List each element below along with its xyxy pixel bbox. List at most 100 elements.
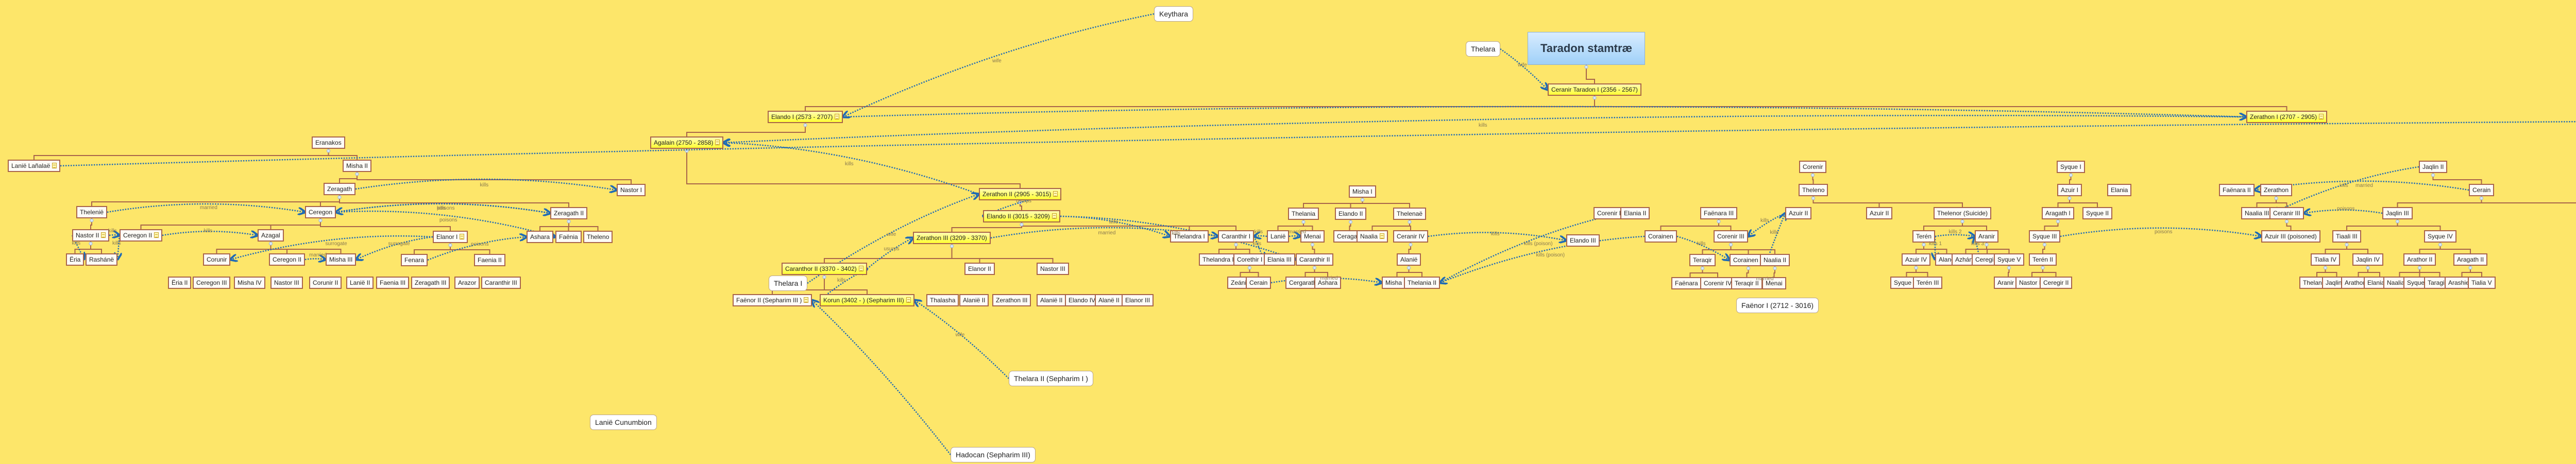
topic-azagal[interactable]: Azagal xyxy=(258,229,284,242)
topic-misha1[interactable]: Misha I xyxy=(1349,185,1376,198)
topic-nastor1[interactable]: Nastor I xyxy=(617,184,646,196)
topic-eria2[interactable]: Ëria II xyxy=(168,277,192,289)
topic-zeragath2[interactable]: Zeragath II xyxy=(550,207,588,219)
topic-faenia3[interactable]: Faenia III xyxy=(376,277,410,289)
note-icon[interactable] xyxy=(835,114,840,119)
note-icon[interactable] xyxy=(1053,191,1058,197)
topic-lanie2[interactable]: Lanië II xyxy=(346,277,374,289)
topic-caranthor2[interactable]: Caranthor II (3370 - 3402) xyxy=(782,263,867,275)
topic-eria[interactable]: Ëria xyxy=(66,253,84,266)
topic-lanie_lanalae[interactable]: Lanië Lañalaë xyxy=(8,160,61,172)
topic-syque3[interactable]: Syque III xyxy=(2029,230,2061,243)
topic-zerathon3b[interactable]: Zerathon III xyxy=(992,294,1031,306)
topic-naalia2[interactable]: Naalia II xyxy=(1760,254,1790,266)
topic-cerain_b[interactable]: Cerain xyxy=(2469,184,2495,196)
topic-ceregon[interactable]: Ceregon xyxy=(305,206,336,218)
topic-caranthir1[interactable]: Caranthir I xyxy=(1218,230,1255,243)
topic-syque5[interactable]: Syque V xyxy=(1994,253,2025,266)
topic-elanor3[interactable]: Elanor III xyxy=(1122,294,1154,306)
topic-alanie2a[interactable]: Alanië II xyxy=(959,294,989,306)
topic-syque2[interactable]: Syque II xyxy=(2082,207,2113,219)
topic-naalia[interactable]: Naalia xyxy=(1357,230,1388,243)
topic-thelenae[interactable]: Thelenaë xyxy=(1393,208,1427,220)
topic-syque1[interactable]: Syque I xyxy=(2057,161,2085,173)
topic-corenir4[interactable]: Corenir IV xyxy=(1700,277,1736,289)
topic-keythara[interactable]: Keythara xyxy=(1154,6,1194,22)
topic-teren[interactable]: Terén xyxy=(1912,230,1936,243)
topic-jaqlin2[interactable]: Jaqlin II xyxy=(2419,161,2448,173)
topic-faenara2[interactable]: Faënara II xyxy=(2219,184,2255,196)
topic-menai[interactable]: Menai xyxy=(1300,230,1325,243)
topic-nastor3a[interactable]: Nastor III xyxy=(270,277,303,289)
note-icon[interactable] xyxy=(804,297,809,303)
note-icon[interactable] xyxy=(858,266,863,271)
topic-cergarath2[interactable]: Cergarath II xyxy=(1285,277,1326,289)
topic-elanor1[interactable]: Elanor I xyxy=(433,231,468,243)
topic-hadocan[interactable]: Hadocan (Sepharim III) xyxy=(951,447,1036,462)
topic-ashara[interactable]: Ashara xyxy=(527,231,554,243)
topic-teraqir2[interactable]: Teraqir II xyxy=(1731,277,1762,289)
topic-naalia3[interactable]: Naalia III xyxy=(2241,207,2273,219)
topic-elando1[interactable]: Elando I (2573 - 2707) xyxy=(768,111,843,123)
topic-misha[interactable]: Misha II xyxy=(343,160,372,172)
topic-corunir2[interactable]: Corunir II xyxy=(309,277,342,289)
topic-eranakos[interactable]: Eranakos xyxy=(312,136,345,149)
note-icon[interactable] xyxy=(906,297,911,303)
topic-elando3[interactable]: Elando III xyxy=(1566,234,1600,247)
topic-ceregon3[interactable]: Ceregon III xyxy=(193,277,231,289)
topic-thelania[interactable]: Thelania xyxy=(1288,208,1319,220)
note-icon[interactable] xyxy=(52,163,57,168)
topic-corainen[interactable]: Corainen xyxy=(1645,230,1677,243)
topic-cerain_a[interactable]: Cerain xyxy=(1246,277,1272,289)
topic-faenor2[interactable]: Faënor II (Sepharim III ) xyxy=(733,294,812,306)
topic-nastor2[interactable]: Nastor II xyxy=(72,229,110,242)
topic-elando4[interactable]: Elando IV xyxy=(1065,294,1099,306)
topic-lanie_cu[interactable]: Lanië Cunumbion xyxy=(590,415,657,430)
topic-tiaali3a[interactable]: Tiaali III xyxy=(2332,230,2361,243)
topic-fenara[interactable]: Fenara xyxy=(401,254,428,266)
topic-azuir3[interactable]: Azuir III (poisoned) xyxy=(2261,230,2320,243)
topic-agalain[interactable]: Agalain (2750 - 2858) xyxy=(650,136,724,149)
topic-ceranir3[interactable]: Ceranir III xyxy=(2269,207,2304,219)
topic-arazor[interactable]: Arazor xyxy=(454,277,480,289)
topic-alanie_a[interactable]: Alanië xyxy=(1397,253,1421,266)
topic-faenia2[interactable]: Faenia II xyxy=(474,254,505,266)
topic-arathor2[interactable]: Arathor II xyxy=(2403,253,2436,266)
note-icon[interactable] xyxy=(154,232,159,238)
note-icon[interactable] xyxy=(715,140,720,145)
topic-elando2[interactable]: Elando II (3015 - 3209) xyxy=(983,210,1060,222)
topic-aranir[interactable]: Aranir xyxy=(1975,230,1999,243)
topic-faenor1[interactable]: Faënor I (2712 - 3016) xyxy=(1736,298,1819,313)
topic-thelara3[interactable]: Thelara II (Sepharim I ) xyxy=(1009,371,1093,386)
note-icon[interactable] xyxy=(460,234,465,239)
topic-thelandra2[interactable]: Thelandra II xyxy=(1199,253,1240,266)
topic-teren3[interactable]: Terén III xyxy=(1913,277,1943,289)
topic-thelenor[interactable]: Thelenor (Suicide) xyxy=(1934,207,1992,219)
topic-faenara3a[interactable]: Faënara III xyxy=(1700,207,1738,219)
topic-elando2b[interactable]: Elando II xyxy=(1335,208,1367,220)
root-topic[interactable]: Taradon stamtræ xyxy=(1528,32,1646,65)
topic-alanie2b[interactable]: Alanië II xyxy=(1037,294,1066,306)
topic-corunir[interactable]: Corunir xyxy=(203,253,231,266)
topic-misha4[interactable]: Misha IV xyxy=(234,277,265,289)
topic-jaqlin4[interactable]: Jaqlin IV xyxy=(2352,253,2384,266)
topic-zeragath3[interactable]: Zeragath III xyxy=(411,277,450,289)
note-icon[interactable] xyxy=(101,232,106,238)
topic-zerathon_b[interactable]: Zerathon xyxy=(2260,184,2293,196)
topic-nastor3b[interactable]: Nastor III xyxy=(1037,263,1069,275)
topic-teren2[interactable]: Terén II xyxy=(2029,253,2057,266)
topic-zeragath[interactable]: Zeragath xyxy=(324,183,356,195)
topic-corenir3[interactable]: Corenir III xyxy=(1714,230,1748,243)
topic-caranthir2[interactable]: Caranthir II xyxy=(1296,253,1334,266)
note-icon[interactable] xyxy=(2319,114,2324,119)
topic-misha3a[interactable]: Misha III xyxy=(326,253,357,266)
topic-ceregir2[interactable]: Ceregir II xyxy=(2040,277,2073,289)
topic-elania3[interactable]: Elania III xyxy=(1264,253,1295,266)
topic-jaqlin3[interactable]: Jaqlin III xyxy=(2382,207,2413,219)
topic-thelania2[interactable]: Thelania II xyxy=(1404,277,1440,289)
topic-azuir2b[interactable]: Azuir II xyxy=(1866,207,1893,219)
topic-elania2[interactable]: Elania II xyxy=(1620,207,1650,219)
topic-syque4[interactable]: Syque IV xyxy=(2424,230,2456,243)
topic-menai2[interactable]: Menai xyxy=(1762,277,1786,289)
